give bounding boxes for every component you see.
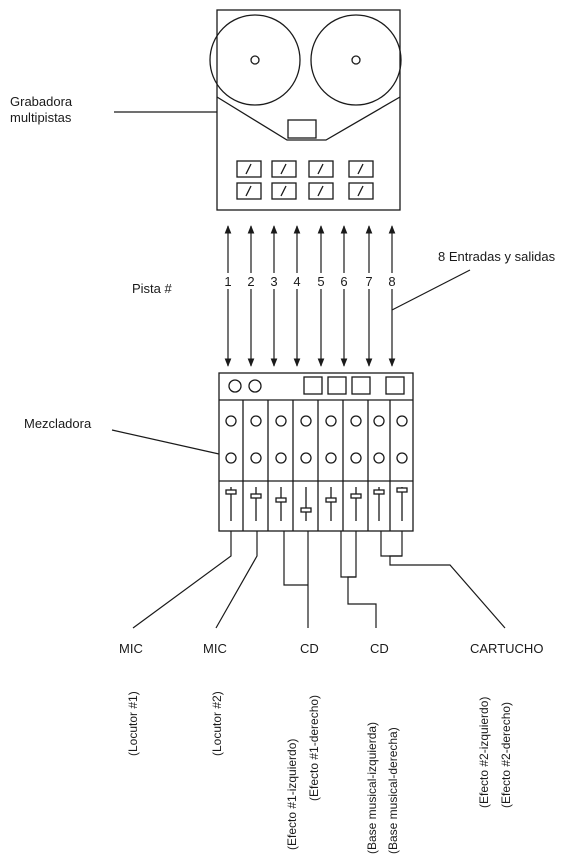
- source-cd-1: CD: [300, 641, 319, 656]
- track-meter-icon: [271, 182, 297, 200]
- meter-needle-icon: [280, 163, 287, 175]
- recorder-label-line-1: Grabadora: [10, 94, 73, 109]
- source-note: (Efecto #1-derecho): [307, 694, 321, 801]
- recorder-label-line-2: multipistas: [10, 110, 72, 125]
- mixer-console: [218, 372, 414, 532]
- meter-needle-icon: [317, 185, 324, 197]
- channel-knob-icon: [325, 452, 337, 464]
- vu-meter-icon: [351, 376, 371, 395]
- source-note: (Efecto #2-derecho): [499, 701, 513, 808]
- channel-knob-icon: [300, 415, 312, 427]
- fader-cap-icon: [396, 487, 408, 493]
- source-note: (Base musical-derecha): [386, 727, 400, 854]
- label-leader-lines: [111, 111, 471, 455]
- track-meter-icon: [308, 160, 334, 178]
- track-meter-icon: [308, 182, 334, 200]
- track-number-2: 2: [247, 274, 254, 289]
- monitor-knob-icon: [228, 379, 242, 393]
- mixer-label: Mezcladora: [24, 416, 92, 431]
- channel-knob-icon: [373, 415, 385, 427]
- track-number-1: 1: [224, 274, 231, 289]
- fader-cap-icon: [350, 493, 362, 499]
- meter-needle-icon: [317, 163, 324, 175]
- meter-needle-icon: [245, 163, 252, 175]
- meter-needle-icon: [357, 185, 364, 197]
- track-meter-icon: [348, 182, 374, 200]
- track-label: Pista #: [132, 281, 172, 296]
- track-io-arrows: [224, 225, 396, 367]
- io-label: 8 Entradas y salidas: [438, 249, 556, 264]
- tape-head-icon: [287, 119, 317, 139]
- mixer-channels: [225, 400, 408, 531]
- track-number-bg: [267, 273, 281, 289]
- channel-knob-icon: [350, 452, 362, 464]
- source-note: (Base musical-izquierda): [365, 721, 379, 854]
- tape-path-icon: [216, 96, 401, 141]
- track-number-bg: [290, 273, 304, 289]
- channel-knob-icon: [275, 452, 287, 464]
- track-meter-icon: [236, 182, 262, 200]
- track-meter-icon: [271, 160, 297, 178]
- track-meter-icon: [348, 160, 374, 178]
- track-number-7: 7: [365, 274, 372, 289]
- meter-needle-icon: [280, 185, 287, 197]
- multitrack-recorder: [209, 9, 402, 211]
- track-number-bg: [362, 273, 376, 289]
- monitor-knob-icon: [248, 379, 262, 393]
- source-note: (Locutor #1): [126, 691, 140, 756]
- fader-cap-icon: [373, 489, 385, 495]
- fader-cap-icon: [325, 497, 337, 503]
- track-number-bg: [337, 273, 351, 289]
- reel-right-hub-icon: [351, 55, 361, 65]
- track-number-4: 4: [293, 274, 300, 289]
- fader-cap-icon: [225, 489, 237, 495]
- source-routing-lines: [132, 531, 506, 629]
- channel-knob-icon: [300, 452, 312, 464]
- source-mic-1: MIC: [119, 641, 143, 656]
- channel-knob-icon: [373, 452, 385, 464]
- track-numbers: 1 2 3 4 5 6 7 8: [221, 273, 399, 289]
- vu-meter-icon: [303, 376, 323, 395]
- fader-cap-icon: [300, 507, 312, 513]
- vu-meter-icon: [327, 376, 347, 395]
- track-meter-icon: [236, 160, 262, 178]
- track-number-8: 8: [388, 274, 395, 289]
- fader-cap-icon: [275, 497, 287, 503]
- track-number-bg: [314, 273, 328, 289]
- channel-knob-icon: [225, 452, 237, 464]
- meter-needle-icon: [245, 185, 252, 197]
- source-cartucho: CARTUCHO: [470, 641, 544, 656]
- track-number-6: 6: [340, 274, 347, 289]
- track-number-bg: [221, 273, 235, 289]
- channel-knob-icon: [396, 452, 408, 464]
- channel-knob-icon: [275, 415, 287, 427]
- source-cd-2: CD: [370, 641, 389, 656]
- track-number-5: 5: [317, 274, 324, 289]
- channel-knob-icon: [396, 415, 408, 427]
- track-number-3: 3: [270, 274, 277, 289]
- source-mic-2: MIC: [203, 641, 227, 656]
- source-note: (Efecto #1-izquierdo): [285, 738, 299, 850]
- source-note: (Locutor #2): [210, 691, 224, 756]
- recorder-label: Grabadora multipistas: [10, 94, 72, 126]
- channel-knob-icon: [325, 415, 337, 427]
- channel-knob-icon: [250, 415, 262, 427]
- channel-knob-icon: [350, 415, 362, 427]
- reel-right-icon: [310, 14, 402, 106]
- level-meters: [236, 160, 374, 200]
- track-number-bg: [244, 273, 258, 289]
- track-number-bg: [385, 273, 399, 289]
- meter-needle-icon: [357, 163, 364, 175]
- vu-meter-icon: [385, 376, 405, 395]
- channel-knob-icon: [250, 452, 262, 464]
- source-note: (Efecto #2-izquierdo): [477, 696, 491, 808]
- fader-cap-icon: [250, 493, 262, 499]
- reel-left-hub-icon: [250, 55, 260, 65]
- channel-knob-icon: [225, 415, 237, 427]
- reel-left-icon: [209, 14, 301, 106]
